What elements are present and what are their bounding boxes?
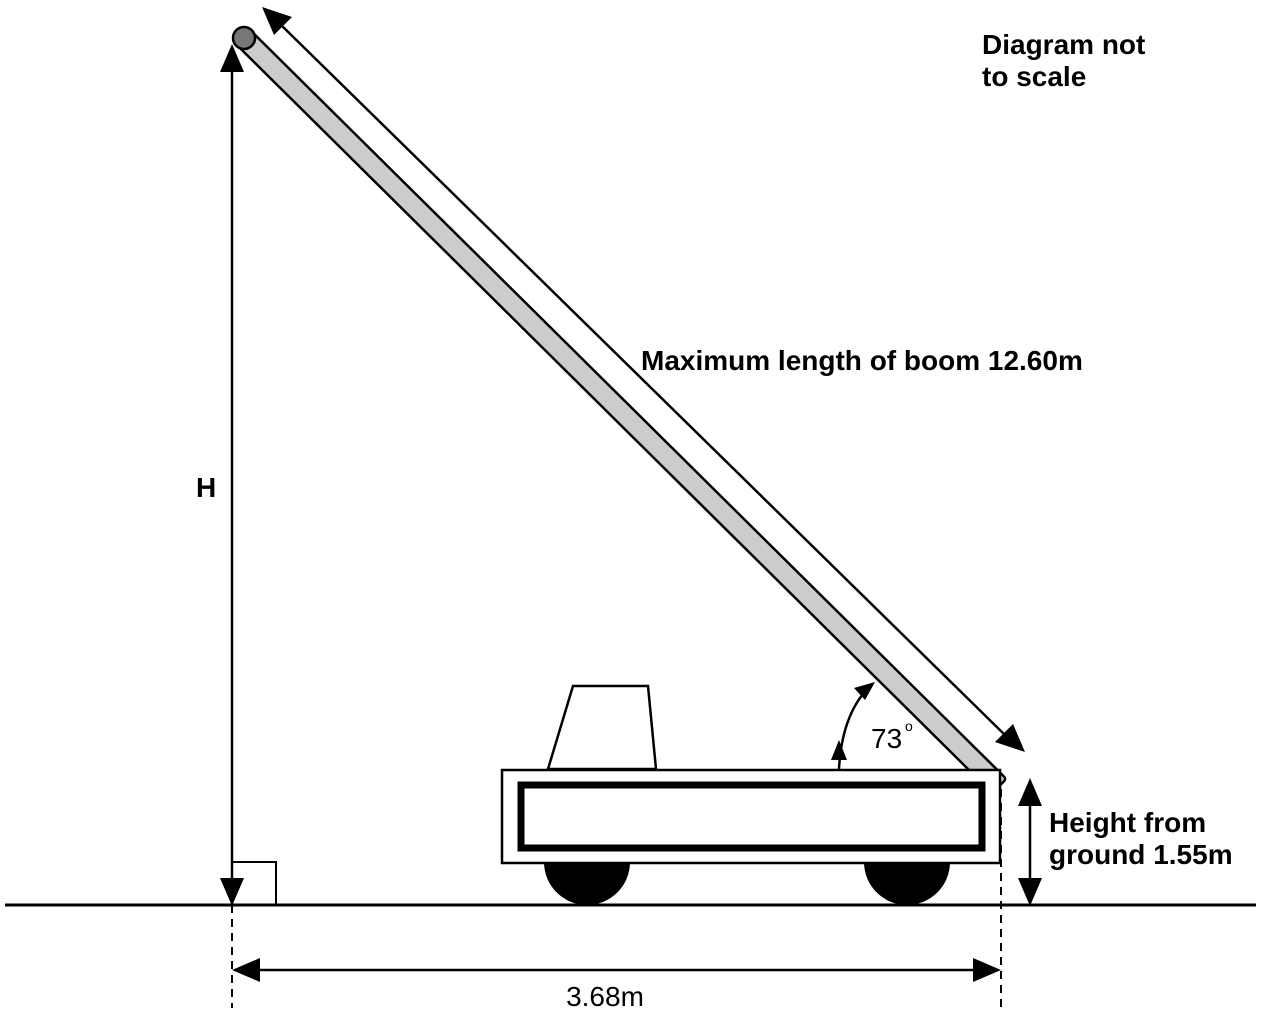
scale-note-line2: to scale [982,61,1086,92]
height-arrow-top [220,44,244,72]
ground-height-label-line2: ground 1.55m [1049,839,1233,870]
vehicle-cab [546,684,658,771]
boom-arrow-bottom [995,724,1025,752]
boom-length-label: Maximum length of boom 12.60m [641,345,1083,376]
boom-tip [231,25,257,51]
boom-length-dimension-line [277,21,1007,737]
crane-boom [236,30,1007,794]
angle-value-label: 73 [871,723,902,754]
angle-arrow-top [854,682,875,700]
rear-wheel [864,862,950,905]
distance-arrow-right [973,958,1001,982]
angle-degree-symbol: o [905,718,913,734]
angle-arrow-bottom [831,740,847,760]
scale-note-line1: Diagram not [982,29,1145,60]
distance-arrow-left [232,958,260,982]
ground-height-label-line1: Height from [1049,807,1206,838]
boom-arrow-top [262,7,292,35]
vehicle-inner-panel [517,781,986,852]
height-label: H [196,472,216,503]
ground-height-arrow-bottom [1018,878,1042,906]
horizontal-distance-label: 3.68m [566,981,644,1012]
ground-height-arrow-top [1018,778,1042,806]
height-arrow-bottom [220,878,244,906]
front-wheel [544,862,630,905]
right-angle-marker [232,861,277,905]
